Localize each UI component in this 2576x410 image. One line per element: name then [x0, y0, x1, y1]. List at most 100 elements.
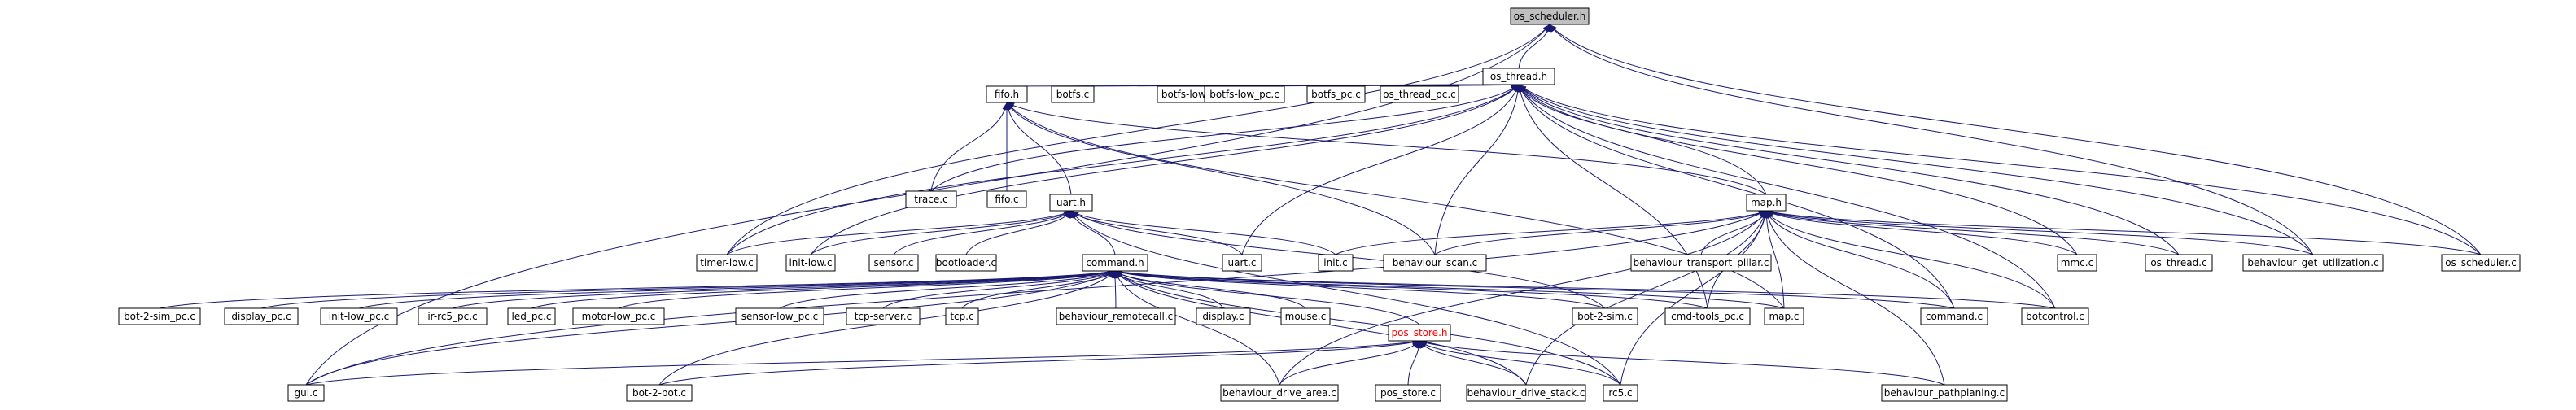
node-fifo-c[interactable]: fifo.c [986, 190, 1027, 208]
node-timer-low-c[interactable]: timer-low.c [696, 254, 758, 272]
edge-behaviour_transport_pillar_c-to-map_h [1700, 210, 1767, 255]
node-cmd-tools-pc-c[interactable]: cmd-tools_pc.c [1664, 308, 1751, 325]
node-bot-2-bot-c[interactable]: bot-2-bot.c [626, 384, 693, 402]
node-behaviour-drive-area-c[interactable]: behaviour_drive_area.c [1220, 384, 1339, 402]
node-pos-store-h[interactable]: pos_store.h [1388, 324, 1451, 342]
node-label: behaviour_scan.c [1393, 257, 1478, 268]
node-behaviour-transport-pillar-c[interactable]: behaviour_transport_pillar.c [1630, 254, 1772, 272]
node-init-low-pc-c[interactable]: init-low_pc.c [320, 308, 398, 325]
node-label: tcp-server.c [855, 311, 912, 322]
node-os-thread-pc-c[interactable]: os_thread_pc.c [1380, 85, 1459, 103]
node-label: timer-low.c [700, 257, 753, 268]
node-bot-2-sim-pc-c[interactable]: bot-2-sim_pc.c [118, 308, 201, 325]
node-mouse-c[interactable]: mouse.c [1280, 308, 1331, 325]
node-label: behaviour_drive_area.c [1222, 387, 1336, 399]
node-botfs-pc-c[interactable]: botfs_pc.c [1306, 85, 1366, 103]
node-ir-rc5-pc-c[interactable]: ir-rc5_pc.c [418, 308, 488, 325]
edge-sensor_low_pc_c-to-command_h [779, 270, 1116, 309]
edge-rc5_c-to-uart_h [1070, 210, 1621, 386]
node-display-pc-c[interactable]: display_pc.c [224, 308, 299, 325]
node-botcontrol-c[interactable]: botcontrol.c [2021, 308, 2089, 325]
edge-map_c-to-command_h [1114, 269, 1785, 309]
node-os-thread-h[interactable]: os_thread.h [1482, 68, 1555, 85]
node-tcp-server-c[interactable]: tcp-server.c [846, 308, 921, 325]
node-label: behaviour_transport_pillar.c [1634, 257, 1769, 268]
node-gui-c[interactable]: gui.c [287, 384, 325, 402]
node-uart-c[interactable]: uart.c [1222, 254, 1262, 272]
node-behaviour-drive-stack-c[interactable]: behaviour_drive_stack.c [1466, 384, 1586, 402]
node-display-c[interactable]: display.c [1196, 308, 1251, 325]
edge-command_c-to-map_h [1765, 210, 1955, 309]
edge-map_c-to-map_h [1763, 210, 1785, 309]
node-box [1318, 254, 1354, 272]
edge-bot_2_bot_c-to-command_h [658, 270, 1116, 386]
node-box [1204, 85, 1285, 103]
node-box [1049, 194, 1093, 212]
edge-init_low_c-to-os_thread_h [810, 84, 1520, 255]
node-box [118, 308, 201, 325]
node-box [1375, 384, 1441, 402]
node-pos-store-c[interactable]: pos_store.c [1375, 384, 1441, 402]
node-label: command.h [1086, 257, 1144, 268]
node-os-thread-c[interactable]: os_thread.c [2145, 254, 2213, 272]
edge-pos_store_h-to-command_h [1114, 270, 1420, 325]
node-bot-2-sim-c[interactable]: bot-2-sim.c [1572, 308, 1638, 325]
node-trace-c[interactable]: trace.c [905, 190, 957, 208]
edge-led_pc_c-to-command_h [531, 269, 1116, 309]
node-map-h[interactable]: map.h [1746, 194, 1787, 212]
edge-behaviour_drive_stack_c-to-map_h [1525, 210, 1768, 386]
node-label: botfs-low_pc.c [1209, 89, 1279, 100]
edge-init_c-to-uart_h [1070, 210, 1336, 255]
node-box [1056, 308, 1176, 325]
node-label: os_thread.c [2150, 257, 2206, 268]
graph-edges [159, 24, 2482, 386]
node-command-h[interactable]: command.h [1082, 254, 1148, 272]
edge-os_scheduler_c-to-map_h [1765, 209, 2482, 255]
node-behaviour-scan-c[interactable]: behaviour_scan.c [1383, 254, 1487, 272]
node-label: os_scheduler.h [1514, 11, 1586, 22]
node-botfs-low-pc-c[interactable]: botfs-low_pc.c [1204, 85, 1285, 103]
node-box [1306, 85, 1366, 103]
edge-command_c-to-os_thread_h [1518, 84, 1955, 309]
node-rc5-c[interactable]: rc5.c [1603, 384, 1638, 402]
node-box [418, 308, 488, 325]
node-box [1196, 308, 1251, 325]
node-mmc-c[interactable]: mmc.c [2057, 254, 2097, 272]
edge-behaviour_drive_area_c-to-map_h [1279, 210, 1767, 386]
edge-behaviour_get_utilization_c-to-map_h [1765, 210, 2314, 255]
node-init-c[interactable]: init.c [1318, 254, 1354, 272]
edge-timer_low_c-to-os_scheduler_h [726, 24, 1550, 255]
node-fifo-h[interactable]: fifo.h [986, 85, 1028, 103]
node-box [1482, 68, 1555, 85]
node-box [1466, 384, 1586, 402]
edge-rc5_c-to-command_h [1114, 270, 1621, 386]
node-label: command.c [1926, 311, 1983, 322]
node-behaviour-remotecall-c[interactable]: behaviour_remotecall.c [1056, 308, 1176, 325]
node-uart-h[interactable]: uart.h [1049, 194, 1093, 212]
node-behaviour-pathplaning-c[interactable]: behaviour_pathplaning.c [1881, 384, 2008, 402]
edge-command_h-to-uart_h [1069, 210, 1116, 255]
edge-pos_store_c-to-pos_store_h [1407, 340, 1423, 386]
node-label: pos_store.h [1392, 327, 1448, 338]
node-botfs-c[interactable]: botfs.c [1051, 85, 1095, 103]
node-os-scheduler-c[interactable]: os_scheduler.c [2441, 254, 2521, 272]
edge-map_h-to-os_thread_h [1518, 84, 1767, 195]
edge-init_c-to-map_h [1335, 210, 1767, 255]
node-led-pc-c[interactable]: led_pc.c [507, 308, 556, 325]
node-tcp-c[interactable]: tcp.c [945, 308, 979, 325]
node-sensor-low-pc-c[interactable]: sensor-low_pc.c [735, 308, 824, 325]
node-map-c[interactable]: map.c [1764, 308, 1804, 325]
node-box [1082, 254, 1148, 272]
edge-gui_c-to-pos_store_h [305, 338, 1420, 386]
node-motor-low-pc-c[interactable]: motor-low_pc.c [572, 308, 665, 325]
node-bootloader-c[interactable]: bootloader.c [935, 254, 997, 272]
node-box [945, 308, 979, 325]
node-os-scheduler-h[interactable]: os_scheduler.h [1510, 7, 1590, 25]
node-command-c[interactable]: command.c [1920, 308, 1988, 325]
node-sensor-c[interactable]: sensor.c [868, 254, 919, 272]
edge-trace_c-to-fifo_h [930, 102, 1009, 192]
node-box [1510, 7, 1590, 25]
node-init-low-c[interactable]: init-low.c [785, 254, 836, 272]
node-behaviour-get-utilization-c[interactable]: behaviour_get_utilization.c [2242, 254, 2384, 272]
